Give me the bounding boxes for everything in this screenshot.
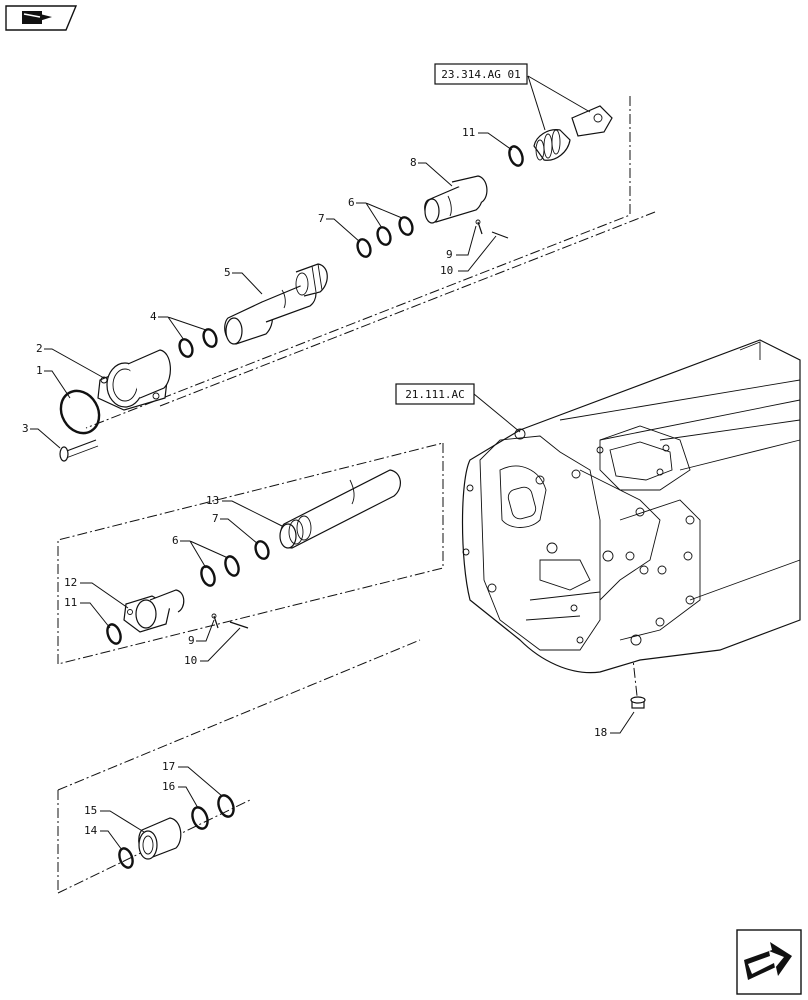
leader-6a bbox=[356, 202, 403, 229]
leader-10a bbox=[458, 235, 497, 272]
part-16-o-ring[interactable] bbox=[190, 805, 211, 830]
part-13-shaft[interactable] bbox=[279, 469, 401, 549]
leader-15 bbox=[100, 810, 145, 833]
part-10-pin[interactable] bbox=[491, 231, 509, 239]
part-1-o-ring[interactable] bbox=[53, 384, 106, 440]
book-return-icon[interactable] bbox=[5, 5, 78, 31]
callout-11b: 11 bbox=[64, 596, 77, 609]
callout-9b: 9 bbox=[188, 634, 195, 647]
callout-11a: 11 bbox=[462, 126, 475, 139]
callout-4: 4 bbox=[150, 310, 157, 323]
callout-15: 15 bbox=[84, 804, 97, 817]
callout-17: 17 bbox=[162, 760, 175, 773]
callout-5: 5 bbox=[224, 266, 231, 279]
leader-7b bbox=[220, 518, 259, 545]
callout-6b: 6 bbox=[172, 534, 179, 547]
callout-12: 12 bbox=[64, 576, 77, 589]
leader-1 bbox=[44, 370, 71, 399]
part-11-o-ring-lower[interactable] bbox=[105, 623, 123, 646]
part-2-flange-cover[interactable] bbox=[97, 349, 171, 411]
leader-6b bbox=[180, 540, 229, 569]
leader-11a bbox=[478, 132, 513, 151]
leader-3 bbox=[30, 428, 61, 449]
leader-ref-housing bbox=[473, 393, 521, 433]
part-11-o-ring[interactable] bbox=[507, 145, 525, 168]
callout-9a: 9 bbox=[446, 248, 453, 261]
part-5-shaft[interactable] bbox=[224, 263, 328, 345]
assembly-frame-lower bbox=[57, 639, 421, 894]
leader-9a bbox=[456, 225, 477, 256]
leader-2 bbox=[44, 348, 105, 379]
part-actuator-boot[interactable] bbox=[533, 105, 613, 161]
leader-ref-top-b bbox=[527, 75, 591, 113]
leader-10b bbox=[200, 627, 241, 662]
assembly-frame-upper bbox=[85, 96, 656, 429]
callout-14: 14 bbox=[84, 824, 98, 837]
reference-housing-label: 21.111.AC bbox=[405, 388, 465, 401]
part-17-o-ring[interactable] bbox=[216, 793, 237, 818]
callout-2: 2 bbox=[36, 342, 43, 355]
leader-ref-top-a bbox=[527, 75, 546, 131]
part-6-seal-rings-lower[interactable] bbox=[199, 555, 241, 588]
next-page-arrow-icon[interactable] bbox=[736, 929, 802, 995]
leader-17 bbox=[178, 766, 223, 797]
reference-top-label: 23.314.AG 01 bbox=[441, 68, 520, 81]
leader-7a bbox=[326, 218, 361, 243]
callout-1: 1 bbox=[36, 364, 43, 377]
part-9-pin-lower[interactable] bbox=[211, 613, 219, 629]
part-3-bolt[interactable] bbox=[59, 439, 99, 462]
callouts: 1 2 3 4 5 6 7 8 9 10 11 12 11 6 7 13 9 bbox=[22, 126, 635, 851]
callout-16: 16 bbox=[162, 780, 175, 793]
part-10-pin-lower[interactable] bbox=[229, 621, 249, 629]
leader-8 bbox=[418, 162, 453, 187]
callout-18: 18 bbox=[594, 726, 607, 739]
leader-16 bbox=[178, 786, 199, 809]
callout-13: 13 bbox=[206, 494, 219, 507]
part-4-seal-rings[interactable] bbox=[177, 327, 218, 358]
part-7-snap-ring[interactable] bbox=[355, 237, 372, 258]
part-7-snap-ring-lower[interactable] bbox=[253, 539, 270, 560]
leader-11b bbox=[80, 602, 111, 629]
transmission-housing[interactable] bbox=[461, 339, 801, 674]
leader-5 bbox=[232, 272, 263, 295]
callout-10b: 10 bbox=[184, 654, 197, 667]
leader-14 bbox=[100, 830, 123, 851]
part-15-sleeve[interactable] bbox=[138, 817, 182, 860]
leader-13 bbox=[222, 500, 283, 527]
reference-box-housing[interactable]: 21.111.AC bbox=[395, 383, 475, 405]
part-6-seal-rings[interactable] bbox=[375, 215, 414, 246]
leader-18 bbox=[610, 711, 635, 734]
part-18-plug-bolt[interactable] bbox=[630, 696, 646, 709]
leader-9b bbox=[196, 619, 215, 642]
callout-10a: 10 bbox=[440, 264, 453, 277]
leader-4 bbox=[158, 316, 207, 341]
part-12-flanged-bushing[interactable] bbox=[123, 589, 185, 633]
leader-12 bbox=[80, 582, 129, 609]
callout-6a: 6 bbox=[348, 196, 355, 209]
callout-8: 8 bbox=[410, 156, 417, 169]
callout-7a: 7 bbox=[318, 212, 325, 225]
part-8-bushing[interactable] bbox=[424, 175, 488, 224]
assembly-frame-middle bbox=[57, 442, 444, 665]
callout-7b: 7 bbox=[212, 512, 219, 525]
reference-box-top[interactable]: 23.314.AG 01 bbox=[434, 63, 528, 85]
callout-3: 3 bbox=[22, 422, 29, 435]
part-9-pin[interactable] bbox=[475, 219, 483, 235]
part-14-o-ring[interactable] bbox=[117, 847, 135, 870]
